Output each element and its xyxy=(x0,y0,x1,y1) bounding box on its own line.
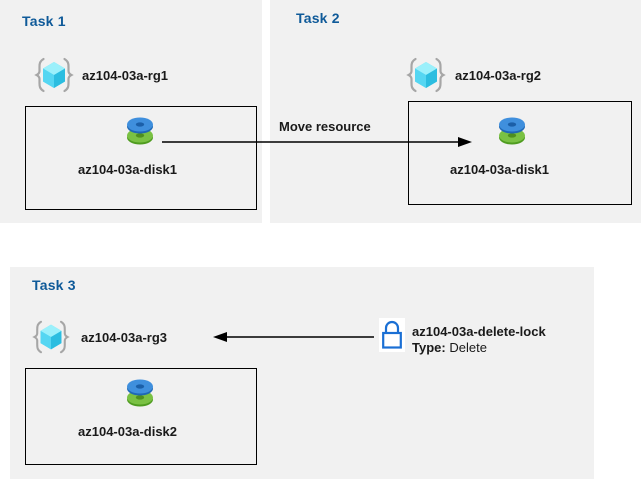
resource-label-disk2-task3: az104-03a-disk2 xyxy=(78,424,178,439)
resource-group-icon xyxy=(34,55,74,95)
panel-title-task-1: Task 1 xyxy=(22,13,66,29)
connector-label-move-resource: Move resource xyxy=(279,119,371,134)
resource-container-task-2 xyxy=(408,101,632,205)
panel-task-3 xyxy=(10,267,594,479)
managed-disk-icon xyxy=(492,113,532,151)
panel-task-2 xyxy=(270,0,641,223)
connector-lock-to-resource-group xyxy=(213,332,374,342)
resource-label-disk1-task1: az104-03a-disk1 xyxy=(78,162,178,177)
managed-disk-icon xyxy=(120,113,160,151)
lock-type-value: Delete xyxy=(449,340,487,355)
lock-type-row: Type: Delete xyxy=(412,340,487,355)
lock-name-label: az104-03a-delete-lock xyxy=(412,324,546,339)
resource-group-label-rg3: az104-03a-rg3 xyxy=(81,330,167,345)
connector-move-resource xyxy=(162,137,472,147)
panel-title-task-3: Task 3 xyxy=(32,277,76,293)
lock-type-key: Type: xyxy=(412,340,446,355)
resource-group-icon xyxy=(406,55,446,95)
managed-disk-icon xyxy=(120,375,160,413)
resource-group-icon xyxy=(32,318,70,356)
resource-group-label-rg2: az104-03a-rg2 xyxy=(455,68,541,83)
resource-container-task-3 xyxy=(25,368,257,465)
resource-container-task-1 xyxy=(25,106,257,210)
resource-label-disk1-task2: az104-03a-disk1 xyxy=(450,162,550,177)
resource-group-label-rg1: az104-03a-rg1 xyxy=(82,68,168,83)
lock-icon xyxy=(379,318,405,352)
panel-title-task-2: Task 2 xyxy=(296,10,340,26)
panel-task-1 xyxy=(0,0,262,223)
